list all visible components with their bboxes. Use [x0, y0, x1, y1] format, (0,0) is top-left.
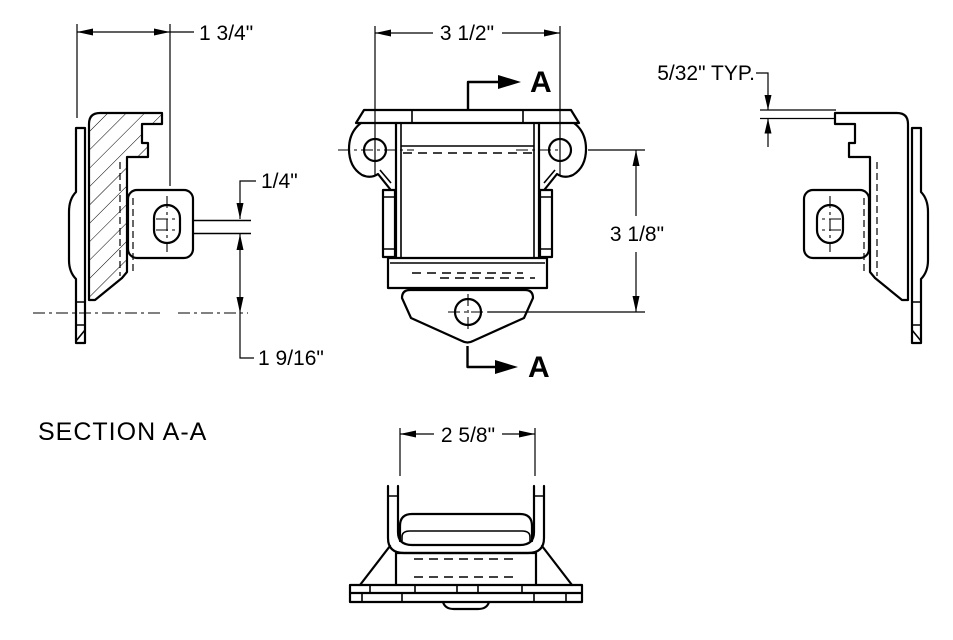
side-view-right	[802, 111, 930, 345]
dim-top-width-label: 3 1/2"	[440, 22, 494, 45]
dim-tab-to-base: 1 9/16"	[258, 347, 324, 370]
base-plate	[348, 583, 584, 611]
section-label: SECTION A-A	[38, 418, 207, 446]
dim-top-width: 3 1/2"	[374, 22, 561, 176]
dim-material-thickness: 5/32" TYP.	[657, 62, 836, 147]
bottom-view	[348, 484, 584, 611]
dim-body-height: 3 1/8"	[488, 149, 664, 313]
front-flange	[354, 108, 581, 125]
section-view	[33, 111, 251, 345]
dim-body-height-label: 3 1/8"	[610, 223, 664, 246]
section-arrow-top-label: A	[530, 66, 552, 99]
dim-material-thickness-label: 5/32" TYP.	[657, 62, 755, 85]
front-body-sides	[394, 121, 541, 260]
front-side-tab-right	[538, 188, 554, 259]
section-arrow-top: A	[466, 66, 552, 110]
front-side-tab-left	[381, 188, 397, 259]
latch-bar	[398, 512, 534, 543]
section-arrow-bottom-label: A	[528, 351, 550, 384]
strap-outer	[386, 484, 546, 555]
strap-inner	[396, 484, 536, 547]
latch-bar-inner	[401, 530, 531, 541]
tab-edge-extensions	[193, 219, 251, 235]
wing-right	[540, 544, 574, 587]
front-lower-band	[386, 256, 549, 290]
dim-bracket-depth-label: 1 3/4"	[199, 22, 253, 45]
base-bump	[441, 600, 491, 611]
front-view	[338, 108, 588, 344]
dim-tab-thickness: 1/4"	[236, 170, 298, 359]
section-hatching	[89, 113, 162, 300]
wing-left	[358, 544, 392, 587]
bottom-band	[394, 551, 538, 587]
dim-tab-thickness-label: 1/4"	[261, 170, 298, 193]
dim-bottom-width-label: 2 5/8"	[441, 424, 495, 447]
section-arrow-bottom: A	[466, 346, 550, 384]
dim-tab-to-base-label: 1 9/16"	[258, 347, 324, 370]
dim-bottom-width: 2 5/8"	[399, 424, 536, 476]
dim-bracket-depth: 1 3/4"	[76, 22, 253, 186]
front-bottom-tab	[400, 288, 535, 344]
